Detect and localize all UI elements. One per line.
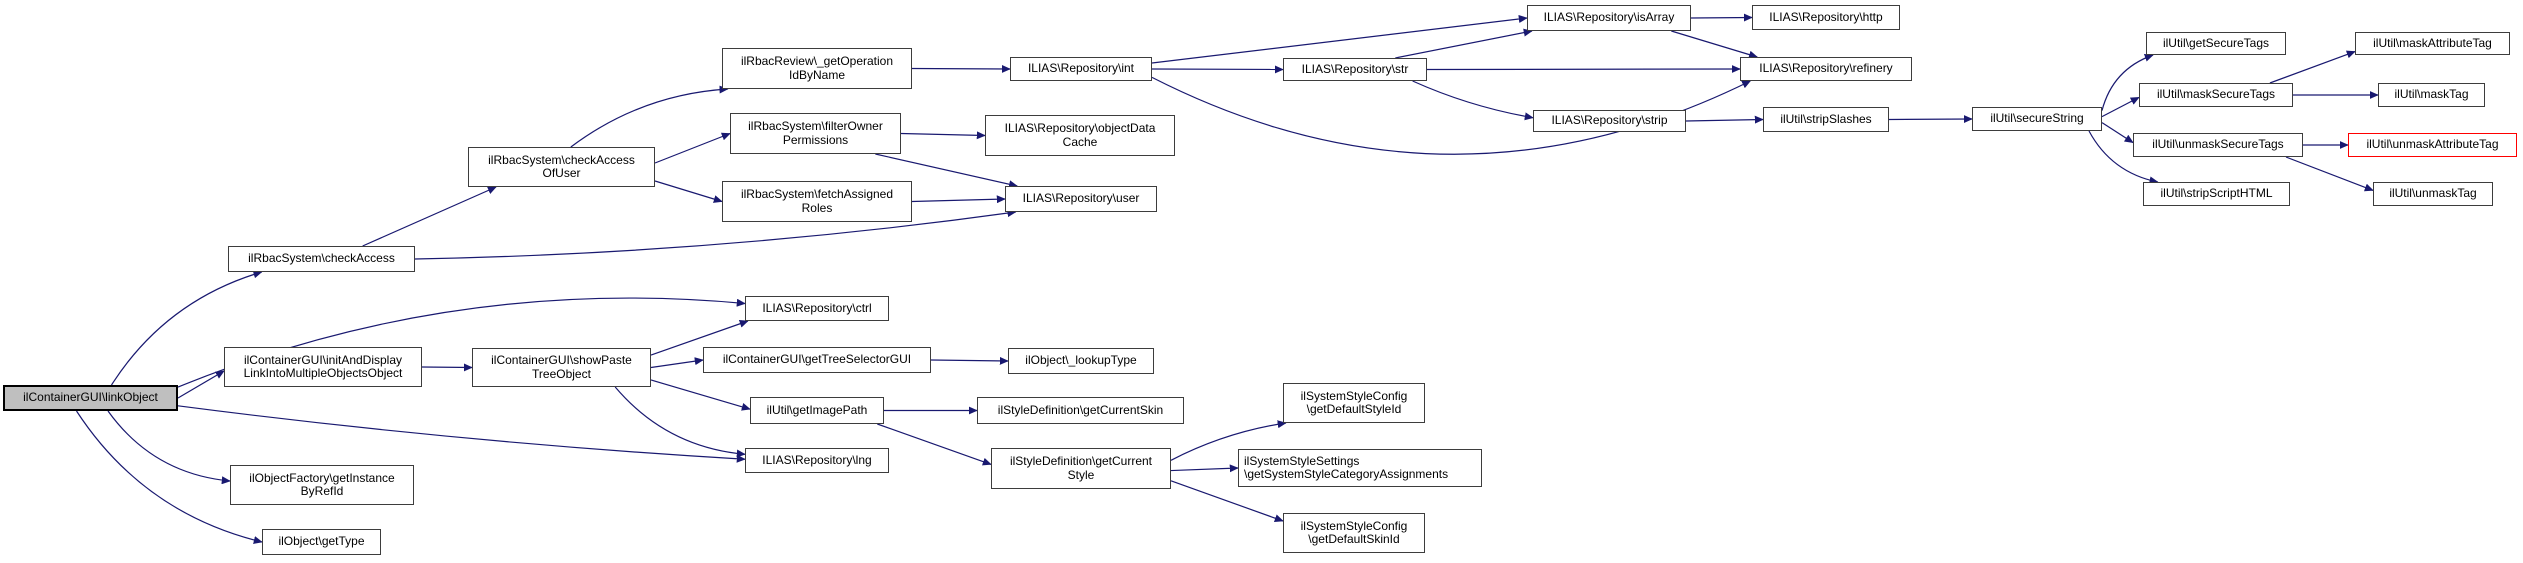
graph-edge-getOpIdByName-int <box>911 64 1011 73</box>
graph-edge-unmaskSecureTags-unmaskTag <box>2285 156 2374 192</box>
graph-edge-checkAccess-checkAccessOfUser <box>362 186 497 247</box>
graph-node-strip[interactable]: ILIAS\Repository\strip <box>1533 110 1686 132</box>
graph-edge-str-strip <box>1412 80 1534 121</box>
graph-edge-stripSlashes-secureString <box>1888 115 1973 124</box>
graph-node-user[interactable]: ILIAS\Repository\user <box>1005 186 1157 212</box>
graph-node-checkAccess[interactable]: ilRbacSystem\checkAccess <box>228 246 415 272</box>
graph-node-linkObject[interactable]: ilContainerGUI\linkObject <box>3 385 178 411</box>
graph-node-showPasteTree[interactable]: ilContainerGUI\showPaste TreeObject <box>472 348 651 387</box>
graph-edge-secureString-unmaskSecureTags <box>2101 122 2134 144</box>
graph-node-getType[interactable]: ilObject\getType <box>262 529 381 555</box>
graph-node-initAndDisplay[interactable]: ilContainerGUI\initAndDisplay LinkIntoMu… <box>224 347 422 387</box>
graph-node-secureString[interactable]: ilUtil\secureString <box>1972 107 2102 131</box>
graph-edge-checkAccessOfUser-getOpIdByName <box>570 85 729 148</box>
graph-node-int[interactable]: ILIAS\Repository\int <box>1010 57 1152 81</box>
graph-edge-showPasteTree-getTreeSelectorGUI <box>650 357 704 369</box>
graph-edge-showPasteTree-ctrl <box>650 319 749 356</box>
graph-node-refinery[interactable]: ILIAS\Repository\refinery <box>1740 57 1912 81</box>
graph-node-getCurrentStyle[interactable]: ilStyleDefinition\getCurrent Style <box>991 448 1171 489</box>
graph-node-lookupType[interactable]: ilObject\_lookupType <box>1008 348 1154 374</box>
graph-edge-getCurrentStyle-getDefaultSkinId <box>1170 480 1284 522</box>
graph-edge-secureString-stripScriptHTML <box>2088 130 2159 185</box>
graph-node-getSecureTags[interactable]: ilUtil\getSecureTags <box>2146 32 2286 55</box>
graph-edge-isArray-http <box>1690 13 1753 22</box>
graph-edge-filterOwnerPermissions-objectDataCache <box>900 131 986 140</box>
graph-edge-linkObject-getInstanceByRefId <box>107 410 231 485</box>
graph-edge-secureString-getSecureTags <box>2101 53 2154 111</box>
graph-node-fetchAssignedRoles[interactable]: ilRbacSystem\fetchAssigned Roles <box>722 181 912 222</box>
graph-node-stripScriptHTML[interactable]: ilUtil\stripScriptHTML <box>2143 182 2290 206</box>
graph-node-unmaskTag[interactable]: ilUtil\unmaskTag <box>2373 182 2493 206</box>
graph-node-styleCategoryAssignments[interactable]: ilSystemStyleSettings \getSystemStyleCat… <box>1238 449 1482 487</box>
graph-edge-maskSecureTags-maskAttributeTag <box>2269 50 2356 84</box>
graph-edge-linkObject-checkAccess <box>110 270 263 386</box>
graph-node-maskSecureTags[interactable]: ilUtil\maskSecureTags <box>2139 83 2293 107</box>
graph-edge-getCurrentStyle-styleCategoryAssignments <box>1170 464 1239 473</box>
graph-edge-linkObject-getType <box>75 410 263 544</box>
graph-node-unmaskSecureTags[interactable]: ilUtil\unmaskSecureTags <box>2133 133 2303 157</box>
graph-edge-linkObject-lng <box>177 405 746 463</box>
graph-node-http[interactable]: ILIAS\Repository\http <box>1752 5 1900 30</box>
graph-edge-int-str <box>1151 65 1284 74</box>
graph-node-getDefaultSkinId[interactable]: ilSystemStyleConfig \getDefaultSkinId <box>1283 513 1425 553</box>
graph-node-ctrl[interactable]: ILIAS\Repository\ctrl <box>745 296 889 321</box>
graph-node-getInstanceByRefId[interactable]: ilObjectFactory\getInstance ByRefId <box>230 465 414 505</box>
graph-edge-showPasteTree-lng <box>614 386 746 458</box>
graph-edge-checkAccessOfUser-fetchAssignedRoles <box>654 180 723 203</box>
graph-edge-showPasteTree-getImagePath <box>650 379 751 411</box>
graph-edge-initAndDisplay-showPasteTree <box>421 363 473 372</box>
graph-edge-strip-stripSlashes <box>1685 115 1764 124</box>
graph-edge-checkAccess-user <box>414 209 1017 260</box>
graph-edge-checkAccessOfUser-filterOwnerPermissions <box>654 132 731 164</box>
graph-edge-getCurrentStyle-getDefaultStyleId <box>1170 420 1287 461</box>
graph-edge-str-isArray <box>1395 28 1533 59</box>
graph-edge-getImagePath-getCurrentStyle <box>877 423 992 466</box>
graph-node-filterOwnerPermissions[interactable]: ilRbacSystem\filterOwner Permissions <box>730 113 901 154</box>
graph-node-objectDataCache[interactable]: ILIAS\Repository\objectData Cache <box>985 115 1175 156</box>
graph-edge-int-isArray <box>1151 15 1528 64</box>
graph-node-getCurrentSkin[interactable]: ilStyleDefinition\getCurrentSkin <box>977 397 1184 424</box>
graph-node-getImagePath[interactable]: ilUtil\getImagePath <box>750 397 884 424</box>
graph-edge-linkObject-initAndDisplay <box>177 370 225 399</box>
graph-edge-getTreeSelectorGUI-lookupType <box>930 356 1009 365</box>
graph-node-lng[interactable]: ILIAS\Repository\lng <box>745 448 889 473</box>
graph-node-unmaskAttributeTag[interactable]: ilUtil\unmaskAttributeTag <box>2348 133 2517 157</box>
graph-node-getDefaultStyleId[interactable]: ilSystemStyleConfig \getDefaultStyleId <box>1283 383 1425 423</box>
graph-edge-filterOwnerPermissions-user <box>875 153 1018 189</box>
graph-node-getTreeSelectorGUI[interactable]: ilContainerGUI\getTreeSelectorGUI <box>703 347 931 373</box>
graph-edge-str-refinery <box>1426 65 1741 74</box>
graph-node-str[interactable]: ILIAS\Repository\str <box>1283 58 1427 81</box>
graph-edge-fetchAssignedRoles-user <box>911 195 1006 204</box>
graph-node-checkAccessOfUser[interactable]: ilRbacSystem\checkAccess OfUser <box>468 147 655 187</box>
graph-node-isArray[interactable]: ILIAS\Repository\isArray <box>1527 5 1691 31</box>
graph-node-maskTag[interactable]: ilUtil\maskTag <box>2378 83 2485 107</box>
graph-edge-secureString-maskSecureTags <box>2101 96 2140 118</box>
graph-node-maskAttributeTag[interactable]: ilUtil\maskAttributeTag <box>2355 32 2510 55</box>
graph-node-stripSlashes[interactable]: ilUtil\stripSlashes <box>1763 107 1889 132</box>
graph-node-getOpIdByName[interactable]: ilRbacReview\_getOperation IdByName <box>722 48 912 89</box>
graph-edge-isArray-refinery <box>1671 30 1758 59</box>
